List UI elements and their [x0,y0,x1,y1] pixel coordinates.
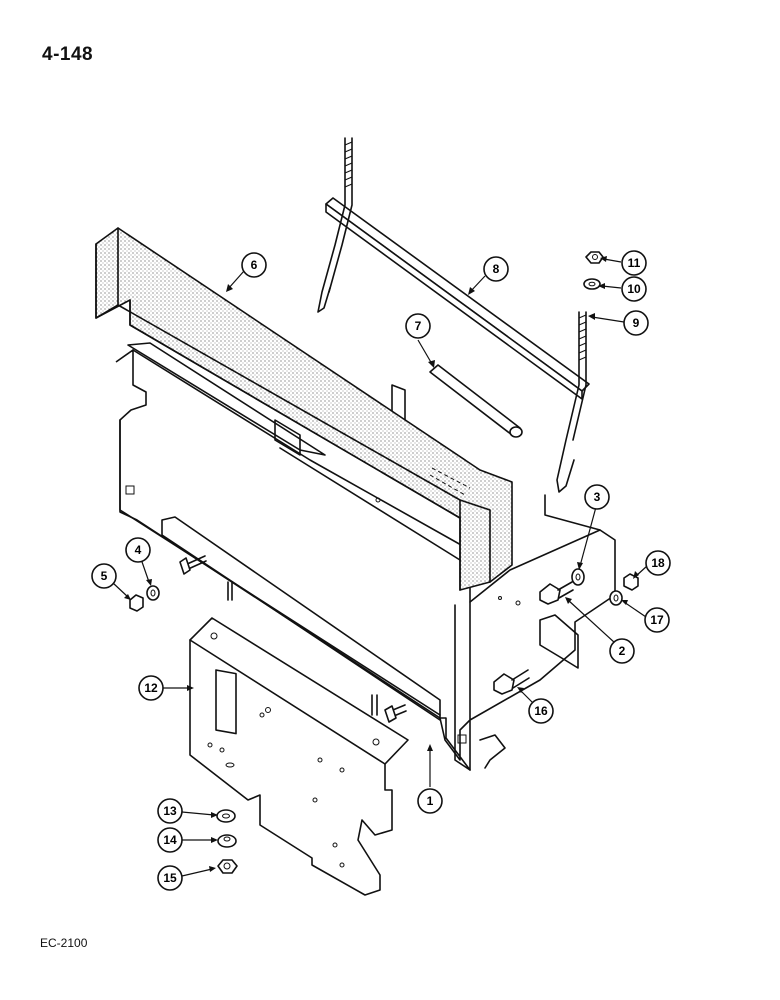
callout-16: 16 [528,698,554,724]
callout-10: 10 [621,276,647,302]
svg-text:3: 3 [594,490,601,504]
hold-down-bar [325,197,590,400]
callout-12: 12 [138,675,164,701]
svg-text:10: 10 [627,282,641,296]
right-j-bolt [556,311,587,493]
padded-strip [95,227,513,591]
figure-code: EC-2100 [40,936,88,950]
callout-3: 3 [584,484,610,510]
leader-lines [112,256,648,877]
callout-7: 7 [405,313,431,339]
rod [429,364,523,438]
callout-17: 17 [644,607,670,633]
svg-text:12: 12 [144,681,158,695]
callout-8: 8 [483,256,509,282]
svg-text:14: 14 [163,833,177,847]
svg-text:6: 6 [251,258,258,272]
svg-text:5: 5 [101,569,108,583]
svg-text:18: 18 [651,556,665,570]
svg-text:9: 9 [633,316,640,330]
callout-13: 13 [157,798,183,824]
svg-text:4: 4 [135,543,142,557]
hardware [129,251,639,874]
svg-text:2: 2 [619,644,626,658]
svg-text:15: 15 [163,871,177,885]
callout-9: 9 [623,310,649,336]
left-j-bolt [317,137,353,313]
callout-15: 15 [157,865,183,891]
mounting-plate [189,617,409,896]
callout-11: 11 [621,250,647,276]
svg-text:8: 8 [493,262,500,276]
battery-tray [115,342,616,771]
svg-text:17: 17 [650,613,664,627]
callout-5: 5 [91,563,117,589]
svg-text:16: 16 [534,704,548,718]
callout-14: 14 [157,827,183,853]
page-number: 4-148 [42,44,94,65]
callout-1: 1 [417,788,443,814]
svg-text:1: 1 [427,794,434,808]
callout-4: 4 [125,537,151,563]
svg-text:11: 11 [628,256,641,270]
callout-6: 6 [241,252,267,278]
callout-2: 2 [609,638,635,664]
callout-18: 18 [645,550,671,576]
svg-text:7: 7 [415,319,422,333]
svg-text:13: 13 [163,804,177,818]
